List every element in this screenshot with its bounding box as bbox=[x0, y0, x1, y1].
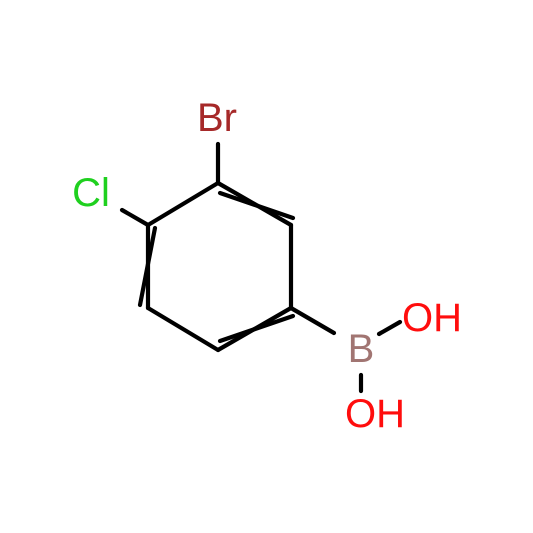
bonds bbox=[119, 141, 403, 394]
ring-bond-c6-c1 bbox=[145, 180, 221, 228]
bond-c6-cl bbox=[119, 207, 151, 228]
ring-bond-c5-c6-inner bbox=[137, 225, 158, 308]
atom-label-br: Br bbox=[197, 96, 237, 140]
ring-bond-c1-c2-inner bbox=[217, 190, 296, 221]
bond-c3-b bbox=[288, 305, 337, 336]
ring-bond-c4-c5 bbox=[145, 305, 221, 353]
atom-labels: Br Cl B OH OH bbox=[72, 96, 462, 436]
atom-label-cl: Cl bbox=[72, 171, 110, 215]
atom-label-b: B bbox=[348, 327, 375, 371]
atom-label-oh-top: OH bbox=[402, 296, 462, 340]
bond-b-oh-top bbox=[376, 319, 403, 337]
atom-label-oh-bottom: OH bbox=[345, 392, 405, 436]
ring-bond-c3-c4-inner bbox=[217, 313, 296, 344]
